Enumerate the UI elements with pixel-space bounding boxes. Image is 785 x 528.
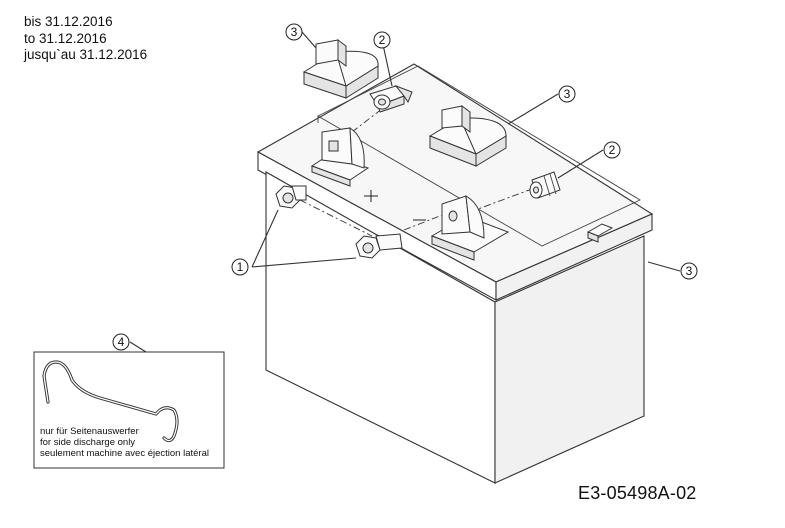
svg-text:1: 1 xyxy=(237,260,244,274)
edge-clip xyxy=(586,223,614,243)
validity-line-en: to 31.12.2016 xyxy=(24,30,107,46)
callout-1: 1 xyxy=(231,258,249,276)
callout-4: 4 xyxy=(112,333,130,351)
svg-text:3: 3 xyxy=(686,264,693,278)
inset-box xyxy=(33,351,225,469)
latch-part-2-top xyxy=(369,84,413,113)
assembly-axis-b xyxy=(469,185,541,213)
reference-code: E3-05498A-02 xyxy=(578,483,697,503)
svg-text:3: 3 xyxy=(291,25,298,39)
bolt-part-1-left xyxy=(275,185,307,209)
latch-part-2-right xyxy=(529,171,561,199)
inset-note: nur für Seitenauswerfer for side dischar… xyxy=(40,426,209,459)
inset-note-fr: seulement machine avec éjection latéral xyxy=(40,448,209,459)
svg-text:3: 3 xyxy=(564,87,571,101)
callout-2-right: 2 xyxy=(603,141,621,159)
assembly-axis-c xyxy=(299,199,373,237)
inset-note-en: for side discharge only xyxy=(40,437,136,448)
callout-3-center: 3 xyxy=(558,85,576,103)
svg-text:4: 4 xyxy=(118,335,125,349)
hinge-part-3-center xyxy=(428,105,508,167)
validity-note: bis 31.12.2016 to 31.12.2016 jusqu`au 31… xyxy=(24,14,147,64)
main-housing xyxy=(256,63,654,484)
validity-line-de: bis 31.12.2016 xyxy=(24,14,113,29)
hinge-bracket-left xyxy=(310,127,370,187)
housing-body-side xyxy=(494,235,645,484)
callout-3-upper: 3 xyxy=(285,23,303,41)
housing-right-rim xyxy=(495,213,653,301)
svg-text:2: 2 xyxy=(379,33,386,47)
cross-mark xyxy=(364,190,378,202)
svg-text:2: 2 xyxy=(609,143,616,157)
validity-line-fr: jusqu`au 31.12.2016 xyxy=(24,47,148,62)
callout-3-housing: 3 xyxy=(680,262,698,280)
bolt-part-1-right xyxy=(355,233,403,259)
leader-lines xyxy=(129,31,681,353)
inset-note-de: nur für Seitenauswerfer xyxy=(40,426,139,437)
hinge-part-3-upper xyxy=(302,39,380,99)
hinge-bracket-right xyxy=(430,195,510,261)
callout-2-top: 2 xyxy=(373,31,391,49)
